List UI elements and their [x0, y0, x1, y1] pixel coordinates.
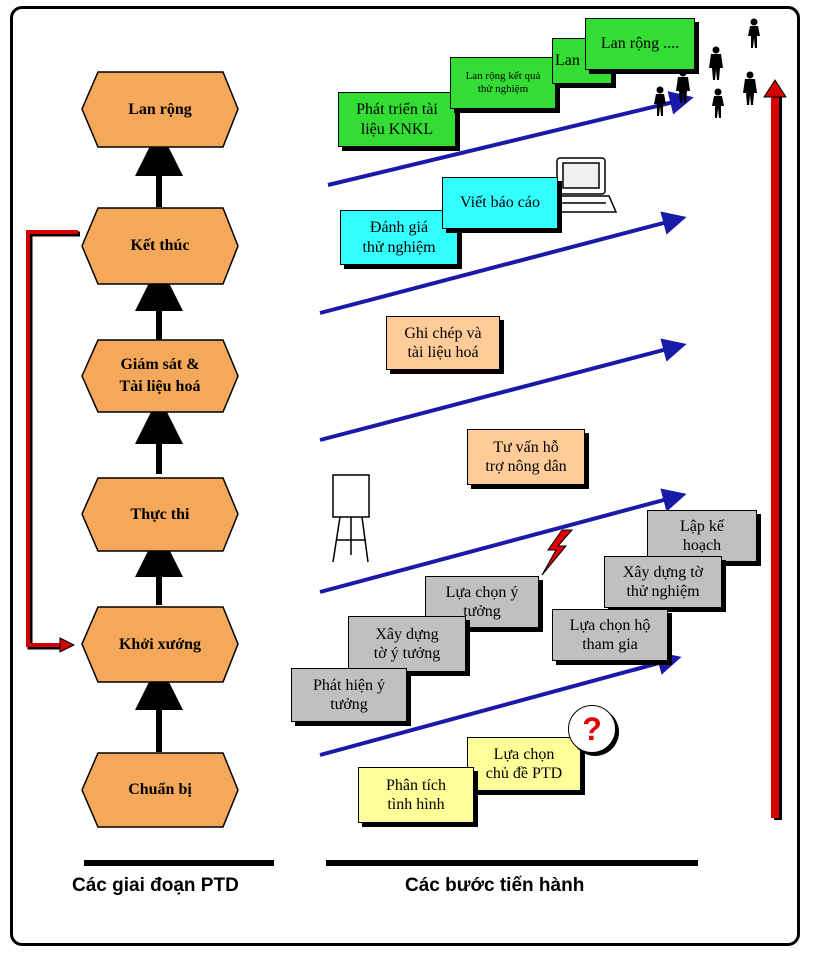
step-tu-van: Tư vấn hỗ trợ nông dân: [467, 429, 585, 485]
stage-lan-rong: Lan rộng: [128, 100, 192, 118]
person-icon: [676, 69, 690, 103]
step-arrow: [319, 651, 682, 757]
step-ghi-chep: Ghi chép và tài liệu hoá: [386, 316, 500, 370]
hexagon-shape: [81, 339, 239, 413]
step-danh-gia: Đánh giá thử nghiệm: [340, 210, 458, 265]
step-arrow: [327, 91, 694, 187]
step-viet-bao-cao: Viết báo cáo: [442, 177, 558, 229]
step-lap-ke-hoach: Lập kế hoạch: [647, 510, 757, 562]
question-mark-icon: ?: [568, 705, 616, 753]
hexagon-shape: [81, 606, 239, 683]
person-icon: [709, 46, 723, 80]
hexagon-shape: [81, 207, 239, 285]
computer-icon: [544, 157, 618, 213]
step-lua-chon-y-tuong: Lựa chọn ý tưởng: [425, 576, 539, 628]
feedback-arrow: [26, 230, 80, 653]
lightning-icon: [541, 529, 574, 576]
caption-left: Các giai đoạn PTD: [72, 875, 239, 896]
step-arrow: [319, 488, 687, 594]
stage-thuc-thi: Thực thi: [130, 505, 190, 523]
stage-giam-sat: Giám sát & Tài liệu hoá: [119, 356, 201, 395]
stage-chuan-bi: Chuẩn bị: [128, 781, 192, 799]
flipchart-icon: [332, 474, 370, 563]
stage-hexagons: [81, 71, 239, 828]
step-phat-trien-tai-lieu: Phát triển tài liệu KNKL: [338, 92, 456, 147]
person-icon: [654, 86, 666, 116]
step-lua-chon-chu-de: Lựa chọn chủ đề PTD: [467, 737, 581, 791]
person-icon: [712, 88, 724, 118]
person-icon: [743, 71, 757, 105]
step-lan-rong-dots: Lan rộng ....: [585, 18, 695, 70]
step-lan-rong-ket-qua: Lan rộng kết quả thử nghiệm: [450, 57, 556, 109]
progress-arrow: [763, 79, 787, 820]
step-arrow: [319, 338, 687, 442]
hexagon-shape: [81, 752, 239, 828]
caption-bar-right: [326, 860, 698, 866]
hexagon-shape: [81, 477, 239, 552]
step-xay-dung-to-y-tuong: Xây dựng tờ ý tưởng: [348, 616, 466, 672]
step-phan-tich: Phân tích tình hình: [358, 767, 474, 823]
hexagon-shape: [81, 71, 239, 148]
stage-khoi-xuong: Khởi xướng: [118, 635, 201, 653]
step-xay-dung-to-thu-nghiem: Xây dựng tờ thử nghiệm: [604, 556, 722, 608]
caption-right: Các bước tiến hành: [405, 875, 585, 896]
step-phat-hien-y-tuong: Phát hiện ý tưởng: [291, 668, 407, 722]
people-icons: [654, 18, 760, 118]
step-arrows: [319, 91, 694, 757]
caption-bar-left: [84, 860, 274, 866]
person-icon: [748, 18, 760, 48]
step-lua-chon-ho: Lựa chọn hộ tham gia: [552, 609, 668, 661]
step-arrow: [319, 211, 687, 315]
stage-ket-thuc: Kết thúc: [130, 237, 190, 255]
